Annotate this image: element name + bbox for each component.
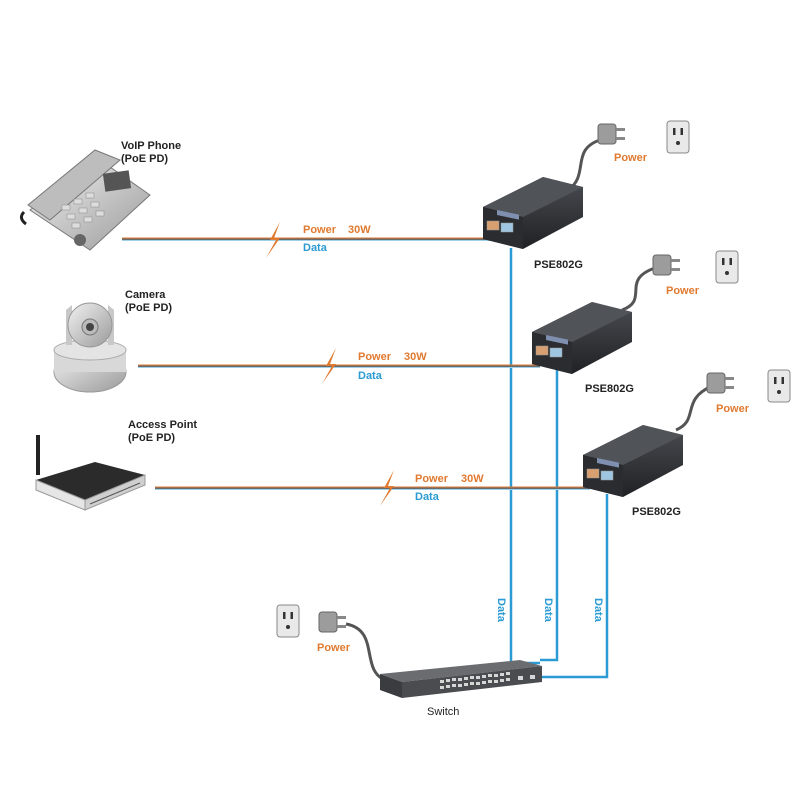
switch-label: Switch <box>427 706 459 718</box>
wall-outlet-icon <box>715 250 739 284</box>
uplink-cable-2 <box>540 370 559 662</box>
plug-icon <box>706 372 735 394</box>
link-2-data-label: Data <box>358 370 383 382</box>
poe-cable-1 <box>122 237 492 241</box>
uplink-1-data-label: Data <box>495 598 507 623</box>
poe-injector-2 <box>531 301 633 375</box>
link-1-data-label: Data <box>303 242 328 254</box>
injector-3-model: PSE802G <box>632 506 681 518</box>
ip-camera-icon <box>53 302 127 393</box>
device-name-voip-phone: VoIP Phone <box>121 140 181 152</box>
wireless-router-icon <box>35 435 146 511</box>
uplink-2-data-label: Data <box>542 598 554 623</box>
injector-3-power-label: Power <box>716 403 750 415</box>
link-1-wattage: 30W <box>348 224 371 236</box>
plug-icon <box>318 611 347 633</box>
device-type-voip-phone: (PoE PD) <box>121 153 168 165</box>
uplink-cable-3 <box>540 494 609 679</box>
poe-injector-3 <box>582 424 684 498</box>
switch-power-label: Power <box>317 642 351 654</box>
network-switch-icon <box>380 660 542 698</box>
injector-2-power-label: Power <box>666 285 700 297</box>
wall-outlet-icon <box>276 604 300 638</box>
poe-cable-2 <box>138 364 540 368</box>
device-type-access-point: (PoE PD) <box>128 432 175 444</box>
poe-injector-1 <box>482 176 584 250</box>
switch-power-cord <box>345 622 386 682</box>
link-3-wattage: 30W <box>461 473 484 485</box>
wall-outlet-icon <box>666 120 690 154</box>
uplink-3-data-label: Data <box>592 598 604 623</box>
device-name-access-point: Access Point <box>128 419 197 431</box>
injector-1-power-label: Power <box>614 152 648 164</box>
device-type-camera: (PoE PD) <box>125 302 172 314</box>
plug-icon <box>652 254 681 276</box>
injector-2-power-cord <box>621 266 656 312</box>
power-bolt-icon <box>322 348 336 384</box>
uplink-cable-1 <box>509 248 540 665</box>
poe-cable-3 <box>155 486 590 490</box>
link-2-power-label: Power <box>358 351 392 363</box>
link-3-power-label: Power <box>415 473 449 485</box>
injector-2-model: PSE802G <box>585 383 634 395</box>
voip-phone-icon <box>19 149 151 251</box>
wall-outlet-icon <box>767 369 791 403</box>
link-2-wattage: 30W <box>404 351 427 363</box>
device-name-camera: Camera <box>125 289 166 301</box>
plug-icon <box>597 123 626 145</box>
link-1-power-label: Power <box>303 224 337 236</box>
injector-1-power-cord <box>567 138 601 192</box>
injector-1-model: PSE802G <box>534 259 583 271</box>
injector-3-power-cord <box>675 384 713 432</box>
power-bolt-icon <box>380 470 394 506</box>
link-3-data-label: Data <box>415 491 440 503</box>
power-bolt-icon <box>266 222 280 258</box>
